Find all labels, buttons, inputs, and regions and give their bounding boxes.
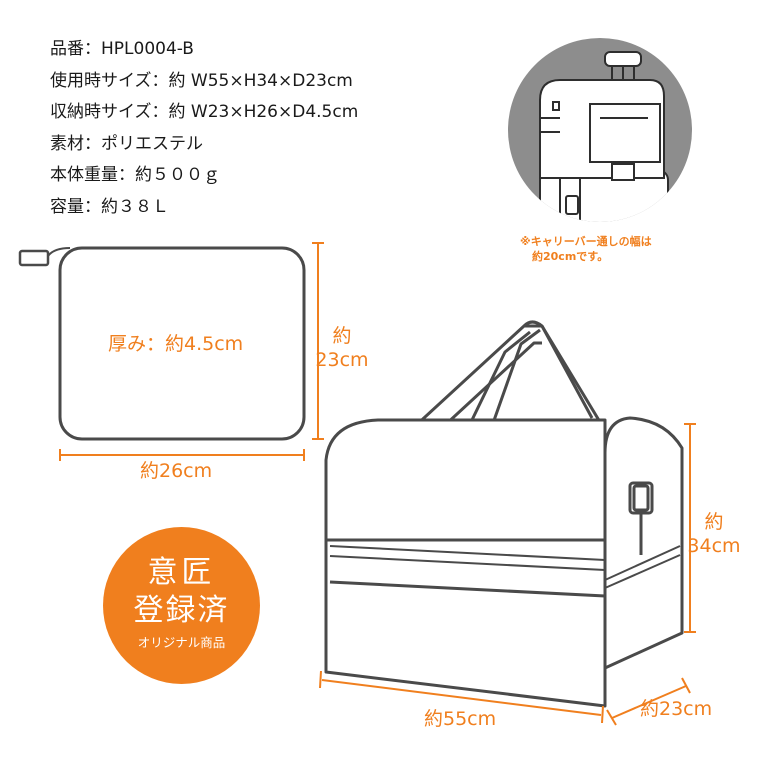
zipper-pull-icon (18, 249, 50, 267)
spec-item-size-in-use: 使用時サイズ：約 W55×H34×D23cm (50, 70, 353, 91)
folded-dimension-lines (59, 242, 324, 461)
badge-line2: 登録済 (133, 593, 230, 628)
carry-bar-usage-image (508, 38, 692, 222)
spec-list: 品番：HPL0004-B 使用時サイズ：約 W55×H34×D23cm 収納時サ… (50, 34, 358, 223)
design-registered-badge: 意匠 登録済 オリジナル商品 (103, 527, 260, 684)
folded-height-label-line2: 23cm (315, 349, 369, 371)
badge-line1: 意匠 (147, 555, 216, 590)
bag-height-label-line1: 約 (704, 511, 724, 533)
spec-item-capacity: 容量：約３８Ｌ (50, 196, 169, 217)
spec-item-number: 品番：HPL0004-B (50, 39, 194, 59)
carry-bar-note: ※キャリーバー通しの幅は 約20cmです。 (520, 234, 652, 264)
bag-height-label-line2: 34cm (687, 535, 741, 557)
folded-thickness-label: 厚み：約4.5cm (108, 333, 244, 355)
carry-bar-note-line1: ※キャリーバー通しの幅は (520, 235, 652, 248)
folded-height-label-line1: 約 (332, 325, 352, 347)
duffel-bag-outline (324, 320, 684, 708)
spec-item-size-folded: 収納時サイズ：約 W23×H26×D4.5cm (50, 102, 359, 122)
spec-item-weight: 本体重量：約５００ｇ (50, 165, 220, 185)
bag-dimension-lines (319, 423, 696, 726)
bag-width-label: 約55cm (424, 708, 497, 730)
folded-pouch-outline (18, 246, 306, 441)
spec-item-material: 素材：ポリエステル (50, 133, 203, 154)
bag-depth-label: 約23cm (640, 698, 713, 720)
badge-line3: オリジナル商品 (137, 635, 226, 650)
carry-bar-note-line2: 約20cmです。 (532, 250, 609, 263)
folded-width-label: 約26cm (140, 460, 213, 482)
